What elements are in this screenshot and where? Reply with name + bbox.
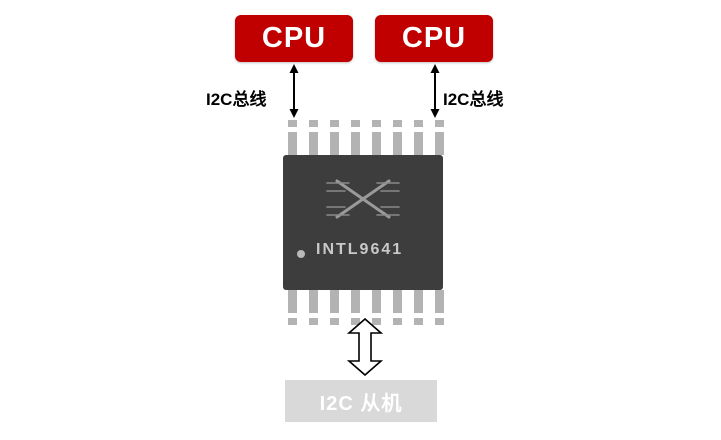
bus-arrow-icon-1 <box>287 64 301 118</box>
chip-logo-icon <box>323 171 403 232</box>
chip-pin <box>414 120 423 155</box>
chip-pin <box>330 120 339 155</box>
slave-box: I2C 从机 <box>285 380 437 422</box>
chip-pin <box>393 290 402 325</box>
slave-label: I2C 从机 <box>319 392 403 415</box>
ic-chip: INTL9641 <box>283 155 443 290</box>
bus-label-1: I2C总线 <box>206 90 267 109</box>
chip-pin <box>351 120 360 155</box>
chip-pin <box>351 290 360 325</box>
chip-part-number: INTL9641 <box>316 241 404 258</box>
chip-pin <box>435 290 444 325</box>
chip-pin <box>309 120 318 155</box>
cpu-label: CPU <box>401 22 467 54</box>
chip-pin <box>372 290 381 325</box>
chip-pin <box>435 120 444 155</box>
slave-arrow-icon <box>346 317 384 377</box>
cpu-block-2: CPU <box>375 15 493 62</box>
chip-pin <box>414 290 423 325</box>
chip-pin <box>393 120 402 155</box>
chip-pin <box>288 120 297 155</box>
chip-pin <box>330 290 339 325</box>
cpu-label: CPU <box>261 22 327 54</box>
cpu-block-1: CPU <box>235 15 353 62</box>
bus-arrow-icon-2 <box>428 64 442 118</box>
chip-pin <box>309 290 318 325</box>
chip-pin <box>288 290 297 325</box>
pin1-dot-icon <box>297 250 305 258</box>
chip-pin <box>372 120 381 155</box>
bus-label-2: I2C总线 <box>443 90 504 109</box>
